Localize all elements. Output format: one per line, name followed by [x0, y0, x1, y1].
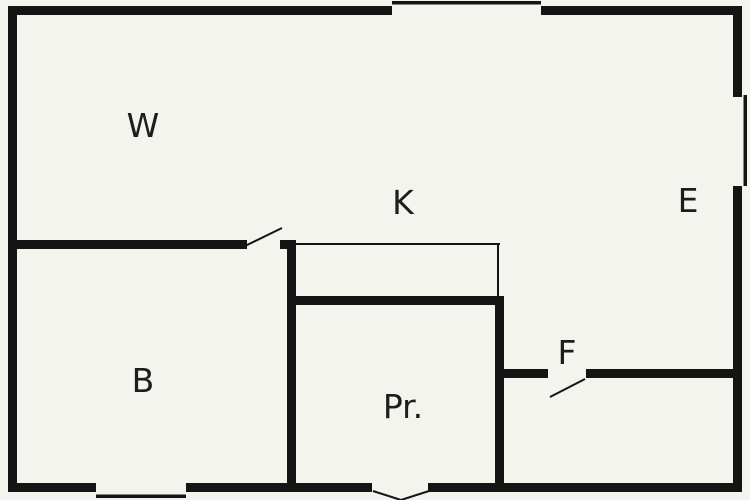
- room-label-b: B: [132, 361, 155, 400]
- wall-top-left-segment: [8, 6, 392, 15]
- walls: [8, 1, 747, 498]
- door-leaves: [242, 227, 586, 500]
- wall-vertical-spine: [287, 240, 296, 492]
- room-label-k: K: [392, 183, 415, 222]
- wall-f-left-segment: [504, 369, 548, 378]
- room-label-e: E: [678, 181, 699, 220]
- line-alcove-top: [296, 243, 500, 245]
- wall-pr-top: [287, 296, 504, 305]
- window-top: [392, 1, 541, 5]
- room-label-f: F: [558, 333, 577, 372]
- wall-bottom-mid-segment: [186, 483, 372, 492]
- door-leaf-bw: [242, 227, 283, 248]
- wall-top-right-segment: [541, 6, 742, 15]
- line-alcove-right: [497, 243, 499, 300]
- wall-pr-right: [495, 296, 504, 492]
- wall-bottom-right-segment: [428, 483, 742, 492]
- window-right: [743, 95, 747, 186]
- wall-right-upper-segment: [733, 6, 742, 97]
- room-labels: W K E B Pr. F: [127, 106, 699, 426]
- room-label-pr: Pr.: [383, 387, 423, 426]
- door-leaf-f: [549, 378, 586, 398]
- wall-f-right-segment: [586, 369, 733, 378]
- wall-right-lower-segment: [733, 186, 742, 492]
- door-leaf-pr-left: [372, 490, 402, 500]
- wall-bottom-left-segment: [8, 483, 96, 492]
- room-label-w: W: [127, 106, 160, 145]
- door-leaf-pr-right: [400, 490, 430, 500]
- window-bottom: [96, 494, 186, 498]
- wall-bw-divider: [8, 240, 247, 249]
